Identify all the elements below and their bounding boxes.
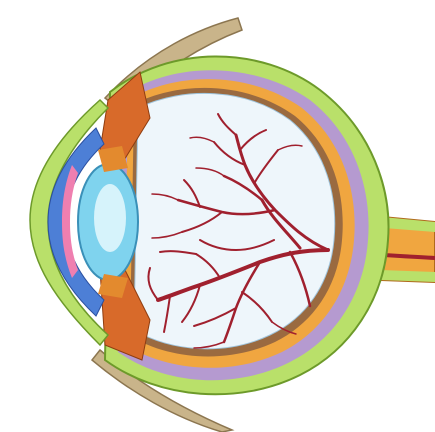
lens-core <box>94 184 126 252</box>
